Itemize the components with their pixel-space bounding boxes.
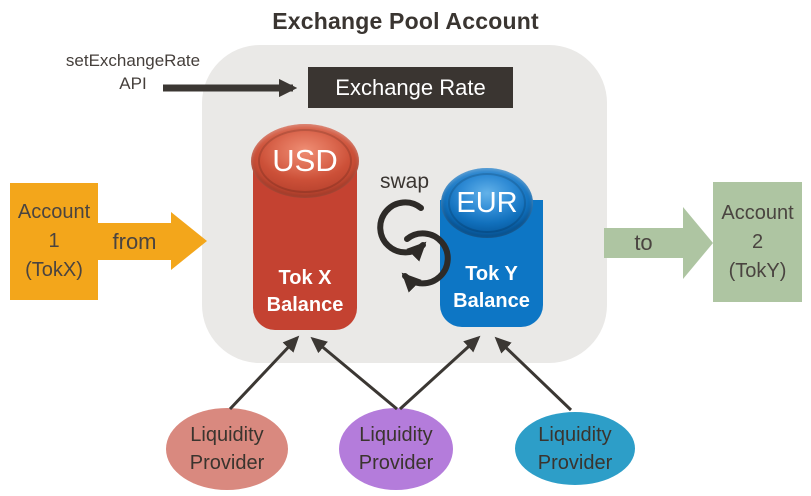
api-label-line1: setExchangeRate [65, 51, 201, 70]
tokx-label-line1: Tok X [278, 267, 332, 289]
liquidity-provider-purple: Liquidity Provider [339, 408, 453, 490]
account-2-box: Account 2 (TokY) [713, 182, 802, 302]
account-1-line3: (TokX) [25, 259, 83, 281]
from-arrow-shaft: from [98, 223, 171, 260]
provider2-line1: Liquidity [359, 424, 433, 446]
usd-coin: USD [251, 124, 359, 198]
tokx-balance-label: Tok X Balance [253, 265, 357, 319]
eur-coin-label: EUR [456, 186, 518, 219]
to-label: to [634, 230, 653, 255]
toky-label-line1: Tok Y [465, 263, 518, 285]
account-1-line2: 1 [48, 230, 60, 252]
provider3-line2: Provider [537, 451, 613, 474]
usd-coin-label: USD [272, 143, 338, 178]
exchange-rate-box: Exchange Rate [308, 67, 513, 108]
account-2-line1: Account [721, 201, 794, 224]
liquidity-provider-pink: Liquidity Provider [166, 408, 288, 490]
provider3-line1: Liquidity [538, 423, 612, 446]
set-exchange-rate-api-label: setExchangeRate API [58, 50, 208, 96]
account-2-line3: (TokY) [728, 259, 787, 282]
tokx-label-line2: Balance [266, 294, 344, 316]
eur-coin: EUR [441, 168, 533, 238]
swap-label: swap [379, 170, 430, 193]
to-arrow-head [683, 207, 713, 279]
account-1-line1: Account [17, 201, 91, 223]
api-label-line2: API [119, 73, 147, 93]
account-2-line2: 2 [751, 230, 764, 253]
account-1-box: Account 1 (TokX) [10, 183, 98, 300]
provider2-line2: Provider [358, 452, 434, 474]
exchange-rate-label: Exchange Rate [335, 74, 486, 100]
diagram-title: Exchange Pool Account [272, 8, 539, 34]
from-arrow-head [171, 212, 207, 270]
provider1-line2: Provider [189, 452, 265, 474]
provider1-line1: Liquidity [190, 424, 264, 446]
to-arrow-shaft: to [604, 228, 683, 258]
toky-label-line2: Balance [453, 290, 530, 312]
toky-balance-label: Tok Y Balance [440, 261, 543, 315]
liquidity-provider-teal: Liquidity Provider [515, 412, 635, 485]
from-label: from [112, 228, 157, 254]
